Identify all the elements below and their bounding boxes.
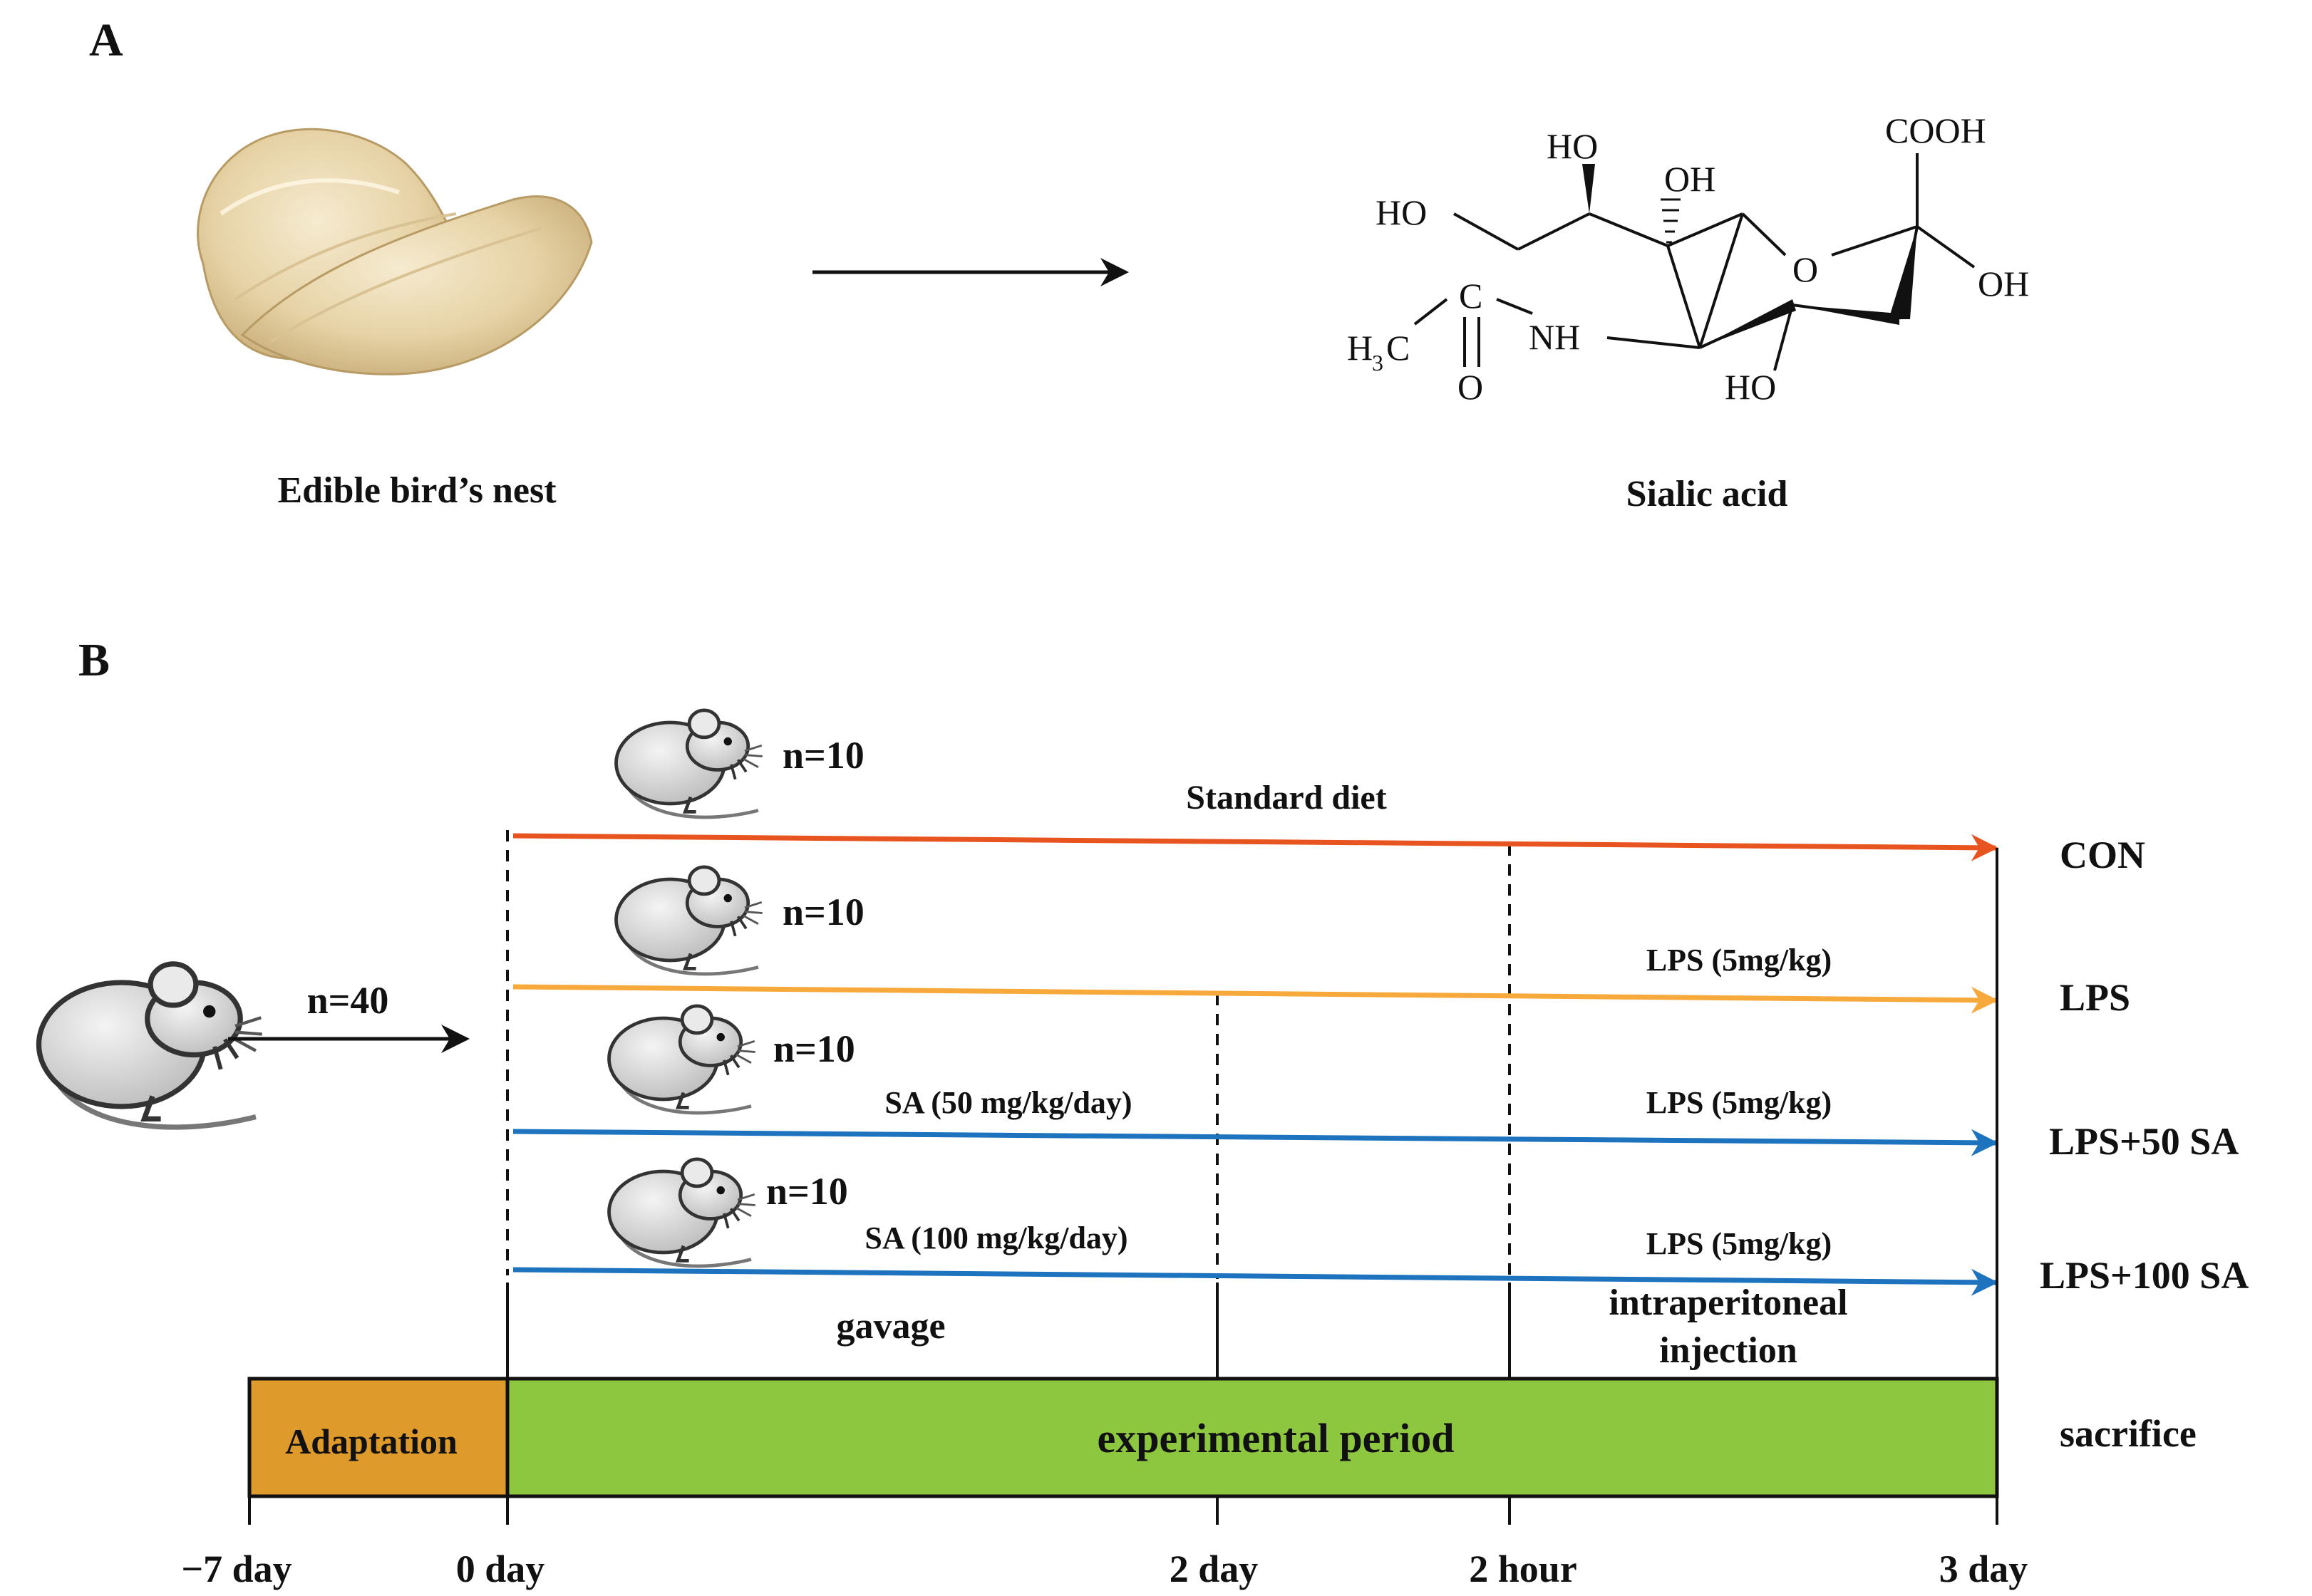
sialic-acid-structure [1413,153,1976,371]
mouse-group-lps100-icon [609,1159,755,1266]
total-n-label: n=40 [307,979,389,1022]
route-ip-line2: injection [1659,1330,1797,1371]
tick-minus7-day: −7 day [181,1548,291,1590]
label-ho-left: HO [1376,192,1427,232]
group-name-lps: LPS [2060,976,2130,1019]
tick-0-day: 0 day [456,1548,545,1590]
label-ch3-h: H [1347,328,1373,368]
note-sa-50: SA (50 mg/kg/day) [884,1085,1132,1120]
group-name-lps50: LPS+50 SA [2049,1120,2239,1163]
note-lps-dose-lps: LPS (5mg/kg) [1646,943,1832,978]
birds-nest-caption: Edible bird’s nest [277,470,557,511]
label-ring-o: O [1792,249,1818,289]
arrow-lps [512,984,1998,1014]
route-ip-line1: intraperitoneal [1609,1282,1847,1323]
sacrifice-label: sacrifice [2060,1412,2197,1455]
adaptation-bar [247,1377,510,1498]
tick-2-hour: 2 hour [1469,1548,1577,1590]
mouse-source-icon [39,964,262,1127]
label-carbonyl-o: O [1457,367,1483,407]
timeline-ticks [248,1496,1998,1525]
label-nh: NH [1529,317,1580,357]
note-standard-diet: Standard diet [1186,779,1386,817]
wedge-bond-ring [1792,305,1899,325]
label-ho-bottom: HO [1725,367,1776,407]
panel-b-label: B [78,634,110,686]
label-ch3-sub: 3 [1372,350,1383,375]
note-sa-100: SA (100 mg/kg/day) [865,1221,1127,1255]
mouse-group-con-icon [616,710,763,817]
birds-nest-image [197,128,593,375]
group-n-lps100: n=10 [766,1170,848,1213]
mouse-group-lps50-icon [609,1006,755,1113]
label-oh-right: OH [1978,264,2029,304]
panel-a-label: A [89,14,123,66]
hashed-bond-oh [1661,198,1681,244]
arrow-lps100 [512,1267,1998,1296]
group-n-lps: n=10 [783,891,865,933]
structure-labels: HO OH COOH HO O OH C NH H 3 C O HO [1347,110,2029,407]
arrow-con [512,833,1998,861]
wedge-bond-cooh [1889,227,1917,319]
group-n-lps50: n=10 [773,1027,855,1070]
label-cooh: COOH [1885,110,1986,150]
note-lps-dose-lps50: LPS (5mg/kg) [1646,1085,1832,1120]
group-name-con: CON [2060,834,2145,876]
wedge-bond-ring-left [1700,299,1796,348]
label-ch3-c: C [1386,328,1410,368]
wedge-bond-ho [1582,164,1595,214]
label-carbonyl-c: C [1459,276,1482,316]
mouse-group-lps-icon [616,867,763,974]
tick-3-day: 3 day [1939,1548,2028,1590]
arrow-lps50 [512,1129,1998,1156]
experimental-period-label: experimental period [1098,1415,1455,1461]
experimental-period-bar [505,1377,1999,1498]
sialic-acid-caption: Sialic acid [1626,474,1788,514]
tick-2-day: 2 day [1170,1548,1259,1590]
note-lps-dose-lps100: LPS (5mg/kg) [1646,1226,1832,1261]
group-n-con: n=10 [783,734,865,777]
route-gavage: gavage [836,1306,945,1347]
label-ho-top: HO [1547,126,1598,166]
label-oh-top: OH [1664,159,1715,199]
group-name-lps100: LPS+100 SA [2040,1254,2249,1297]
adaptation-label: Adaptation [285,1421,458,1461]
